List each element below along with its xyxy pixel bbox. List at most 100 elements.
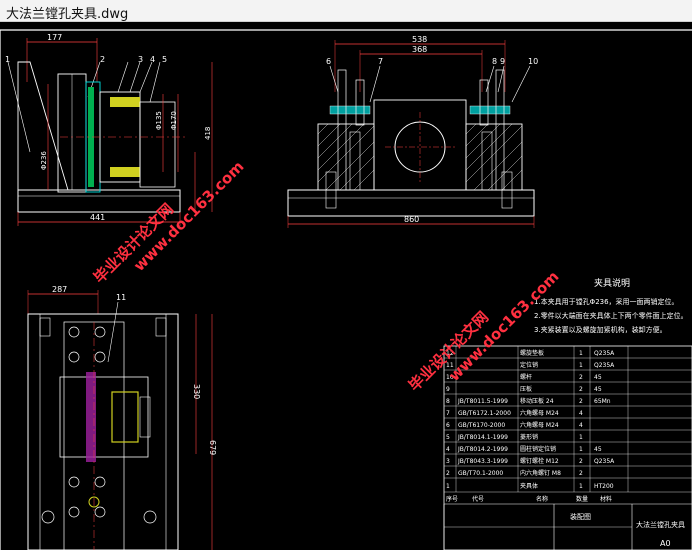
bom-code: JB/T8011.5-1999 (457, 398, 508, 405)
bom-qty: 2 (579, 386, 583, 393)
side-dim-top-outer: 538 (412, 35, 427, 44)
bom-name: 定位销 (520, 361, 538, 369)
bom-header-qty: 数量 (576, 495, 588, 503)
bom-qty: 2 (579, 398, 583, 405)
side-callout-9: 9 (500, 57, 505, 66)
drawing-canvas[interactable]: 177 1 2 3 4 5 (0, 22, 692, 550)
watermarks: 毕业设计论文网 www.doc163.com 毕业设计论文网 www.doc16… (90, 157, 562, 394)
side-callout-7: 7 (378, 57, 383, 66)
bom-no: 2 (446, 470, 450, 477)
bom-name: 圆柱销定位销 (520, 445, 556, 453)
bom-qty: 1 (579, 446, 583, 453)
bom-no: 9 (446, 386, 450, 393)
bom-mat: 45 (594, 386, 602, 393)
plan-view: 287 11 330 679 (27, 285, 217, 550)
notes-line-1: 1.本夹具用于镗孔Φ236，采用一面两销定位。 (534, 297, 679, 306)
bom-qty: 2 (579, 458, 583, 465)
side-callout-6: 6 (326, 57, 331, 66)
bom-qty: 1 (579, 362, 583, 369)
bom-no: 1 (446, 483, 450, 490)
front-callout-2: 2 (100, 55, 105, 64)
title-label: 装配图 (570, 512, 591, 521)
front-dim-top-text: 177 (47, 33, 62, 42)
bom-qty: 2 (579, 374, 583, 381)
bom-qty: 2 (579, 470, 583, 477)
bom-mat: Q235A (594, 350, 615, 357)
bom-code: JB/T8043.3-1999 (457, 458, 508, 465)
bom-name: 螺钉螺栓 M12 (520, 457, 559, 465)
front-dim-dia-large: Φ236 (40, 151, 48, 170)
bom-name: 压板 (520, 385, 532, 393)
bom-no: 12 (446, 350, 454, 357)
bom-mat: HT200 (594, 483, 614, 490)
bom-name: 螺杆 (520, 373, 532, 381)
bom-mat: Q235A (594, 458, 615, 465)
bom-name: 夹具体 (520, 482, 538, 490)
bom-header-name: 名称 (536, 495, 548, 503)
plan-dim-top: 287 (52, 285, 67, 294)
bom-name: 菱形销 (520, 433, 538, 441)
plan-dim-right-inner: 330 (192, 384, 201, 399)
bom-name: 螺旋垫板 (520, 349, 544, 357)
front-callout-4: 4 (150, 55, 155, 64)
bom-code: GB/T6172.1-2000 (458, 410, 511, 417)
plan-dim-right-outer: 679 (208, 440, 217, 455)
bom-qty: 1 (579, 434, 583, 441)
bom-mat: 65Mn (594, 398, 611, 405)
window-title: 大法兰镗孔夹具.dwg (6, 7, 129, 22)
bom-code: JB/T8014.1-1999 (457, 434, 508, 441)
side-view: 538 368 6 7 8 9 10 (287, 35, 538, 228)
front-dim-top: 177 (26, 33, 98, 82)
bom-header-no: 序号 (446, 495, 458, 503)
bom-name: 六角螺母 M24 (520, 409, 559, 417)
notes-title: 夹具说明 (594, 277, 630, 289)
window-titlebar: 大法兰镗孔夹具.dwg (0, 0, 692, 22)
bom-no: 7 (446, 410, 450, 417)
bom-name: 六角螺母 M24 (520, 421, 559, 429)
notes-line-2: 2.零件以大端面在夹具体上下两个零件面上定位。 (534, 311, 688, 320)
bom-no: 6 (446, 422, 450, 429)
bom-name: 移动压板 24 (520, 397, 554, 405)
front-view: 177 1 2 3 4 5 (5, 33, 213, 226)
front-dim-dia-small: Φ135 (155, 111, 163, 130)
front-callout-5: 5 (162, 55, 167, 64)
title-scale: A0 (660, 539, 671, 548)
notes-line-3: 3.夹紧装置以及螺旋加紧机构，装卸方便。 (534, 325, 667, 334)
side-dim-top-inner: 368 (412, 45, 427, 54)
bom-header-code: 代号 (472, 495, 484, 503)
bom-qty: 1 (579, 350, 583, 357)
bom-mat: 45 (594, 374, 602, 381)
side-callout-10: 10 (528, 57, 538, 66)
side-callout-8: 8 (492, 57, 497, 66)
bom-no: 11 (446, 362, 454, 369)
front-dim-right: 418 (204, 127, 212, 140)
bom-mat: 45 (594, 446, 602, 453)
bom-code: GB/T6170-2000 (458, 422, 505, 429)
bom-header-mat: 材料 (600, 495, 612, 503)
bom-mat: Q235A (594, 362, 615, 369)
bom-no: 8 (446, 398, 450, 405)
bom-qty: 4 (579, 422, 583, 429)
front-callout-1: 1 (5, 55, 10, 64)
side-dim-bottom: 860 (404, 215, 419, 224)
front-callout-3: 3 (138, 55, 143, 64)
technical-notes: 夹具说明 1.本夹具用于镗孔Φ236，采用一面两销定位。 2.零件以大端面在夹具… (534, 277, 688, 334)
bom-code: GB/T70.1-2000 (458, 470, 503, 477)
bom-qty: 1 (579, 483, 583, 490)
bom-no: 5 (446, 434, 450, 441)
bom-name: 内六角螺钉 M8 (520, 469, 561, 477)
front-dim-bottom: 441 (90, 213, 105, 222)
bom-no: 3 (446, 458, 450, 465)
front-dim-dia-mid: Φ170 (170, 111, 178, 130)
bom-no: 10 (446, 374, 454, 381)
bom-no: 4 (446, 446, 450, 453)
drawing-border (0, 29, 692, 550)
cad-drawing: 177 1 2 3 4 5 (0, 29, 692, 550)
title-drawing-name: 大法兰镗孔夹具 (636, 520, 685, 529)
title-block: 装配图 大法兰镗孔夹具 A0 (443, 504, 685, 550)
plan-callout-11: 11 (116, 293, 126, 302)
bom-code: JB/T8014.2-1999 (457, 446, 508, 453)
bom-qty: 4 (579, 410, 583, 417)
